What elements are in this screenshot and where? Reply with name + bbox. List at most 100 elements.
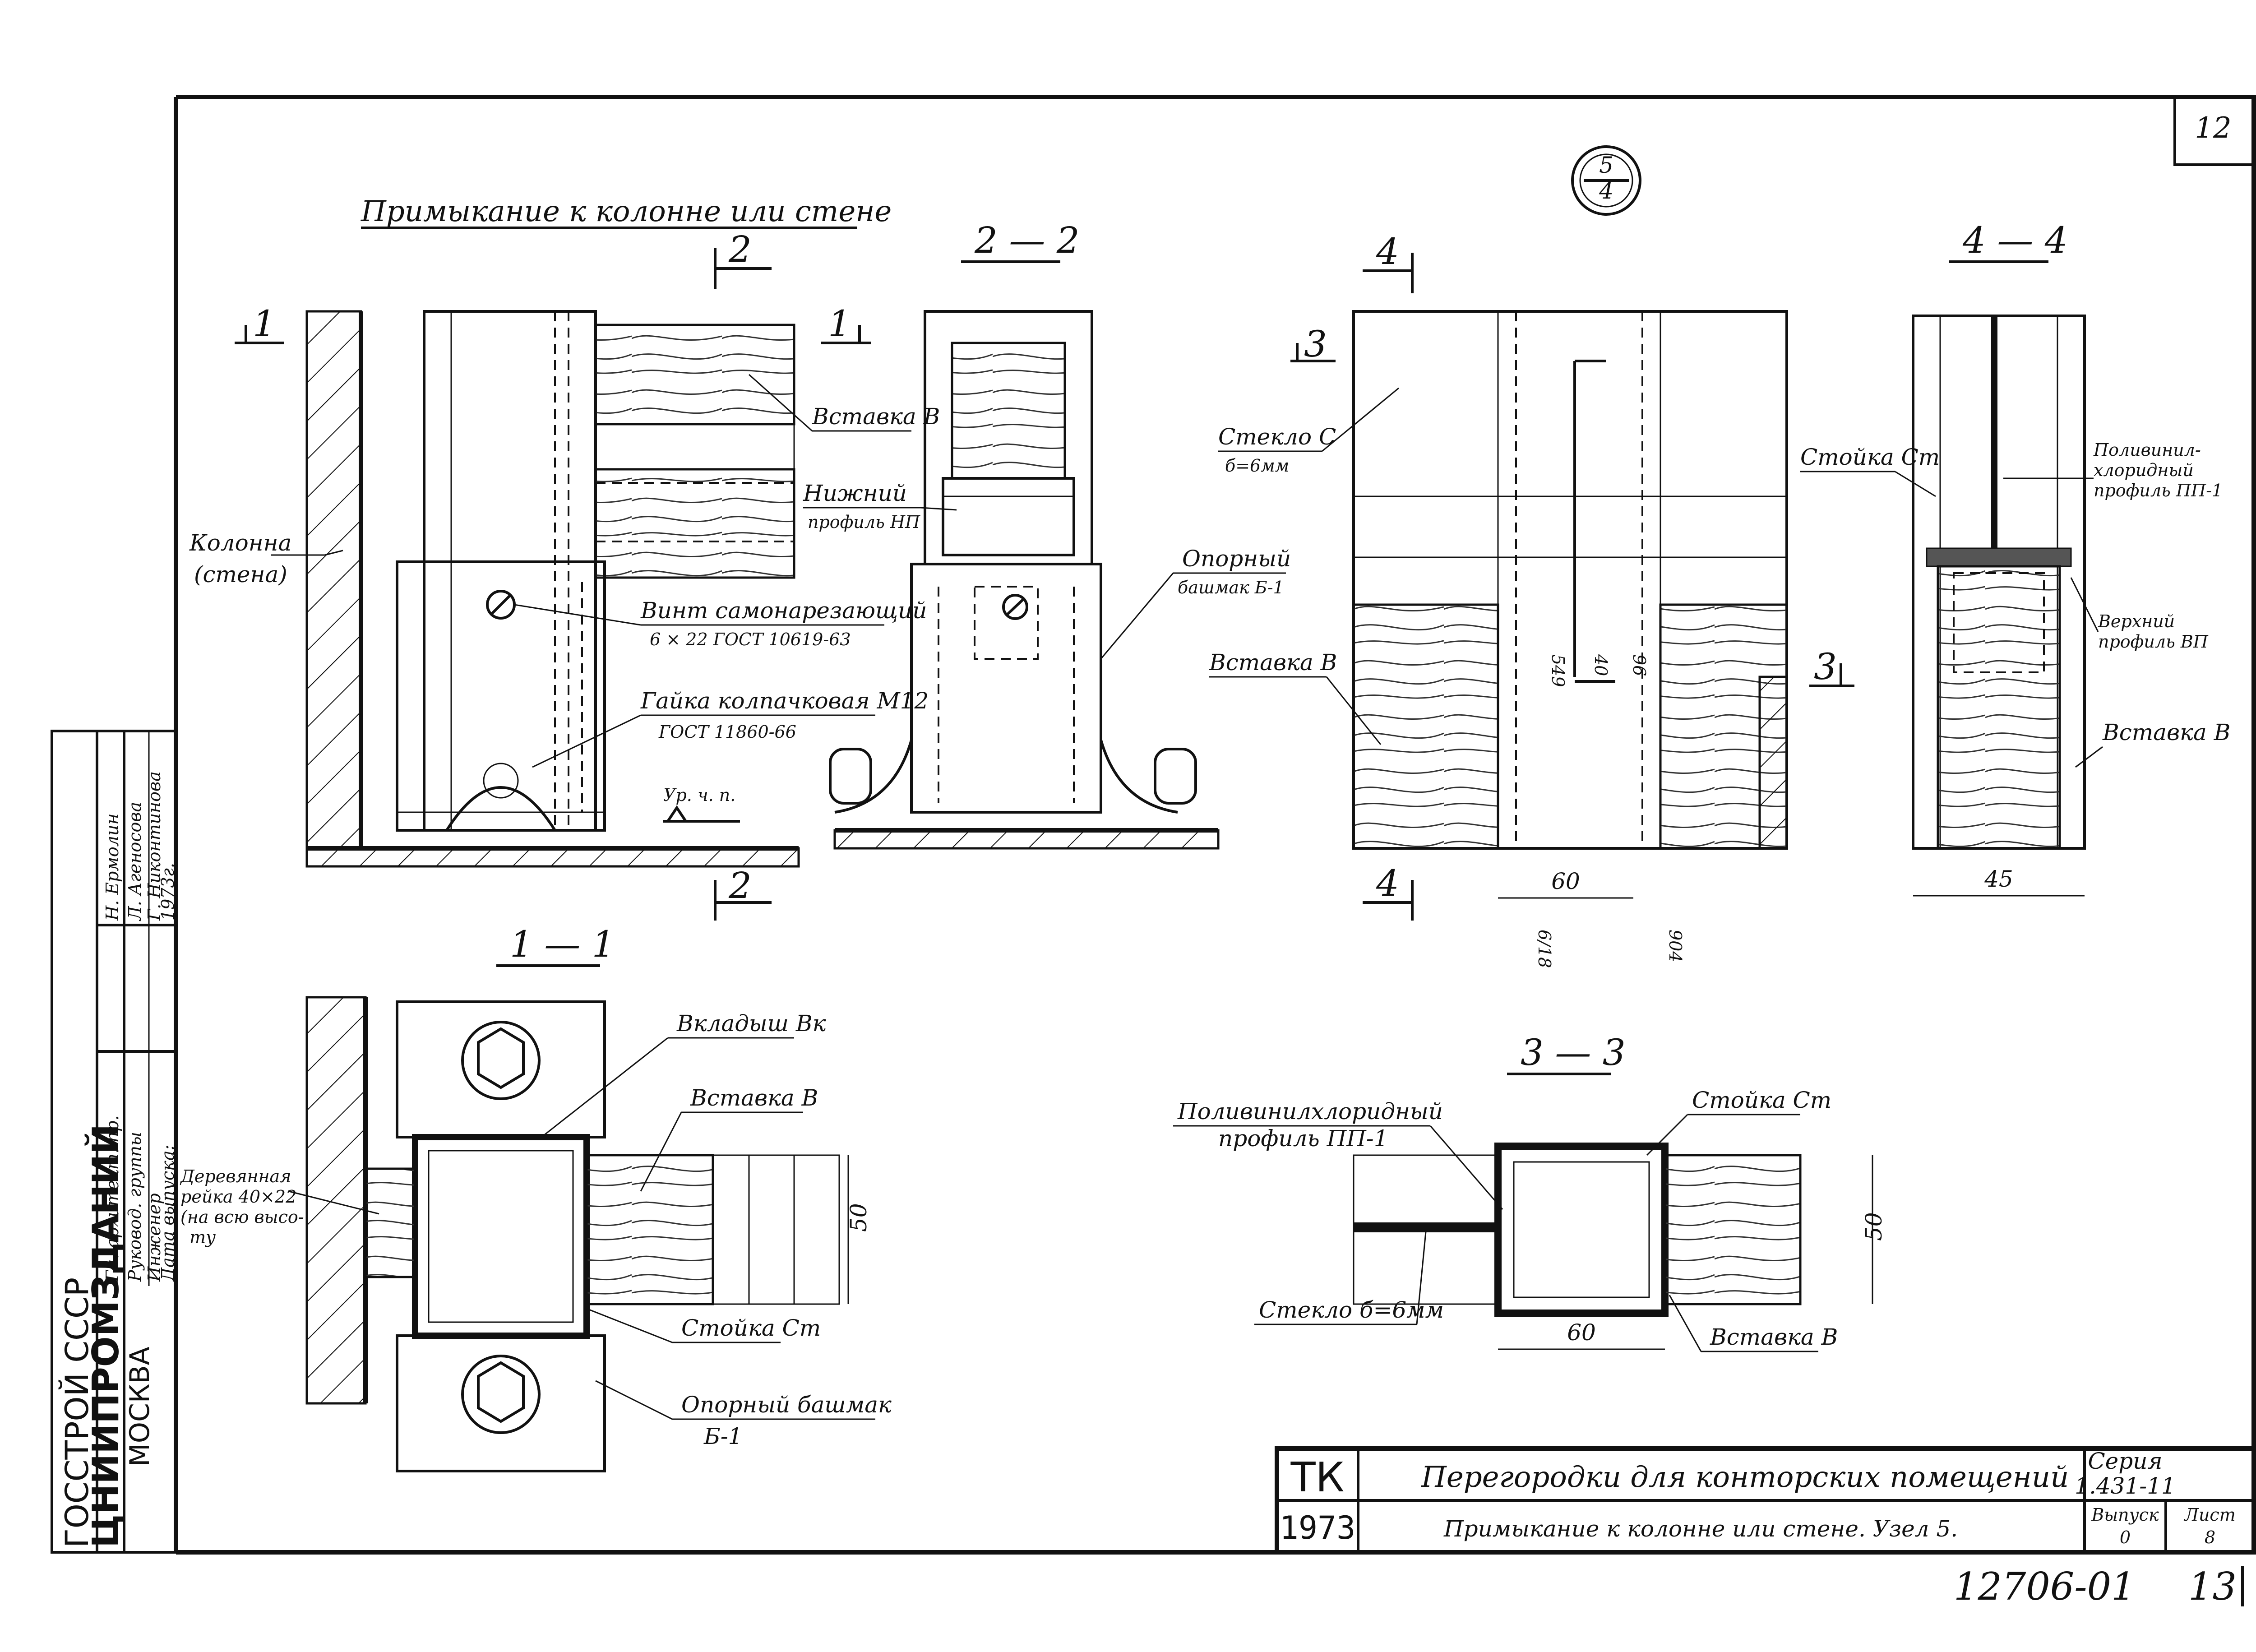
stoyka-label-44: Стойка Ст — [1800, 444, 1940, 470]
nut-right-icon — [1154, 748, 1197, 805]
drawing-title: Примыкание к колонне или стене — [361, 195, 892, 228]
stoyka-box-33 — [1494, 1143, 1669, 1317]
role-group-lead: Руковод. группы — [125, 1132, 145, 1282]
cut-mark-1-right: 1 — [821, 303, 871, 345]
name-2: Л. Агеносова — [125, 802, 145, 921]
screw-icon-22 — [1002, 594, 1028, 620]
stoyka-label-33: Стойка Ст — [1692, 1087, 1831, 1113]
cut-mark-3-right: 3 — [1809, 646, 1854, 688]
cap-nut-icon — [445, 786, 556, 831]
column-label-sub: (стена) — [194, 561, 287, 588]
pvh-label-2: хлоридный — [2094, 460, 2194, 480]
dim-50-11: 50 — [846, 1203, 872, 1232]
column-wall-hatch — [305, 310, 362, 850]
section-3-3: 3 — 3 60 50 Поливинилхлоридный профиль П… — [1173, 1032, 1887, 1352]
section-2-2: 2 — 2 Вставка В Нижний профиль НП Опорны… — [749, 219, 1291, 850]
batten-label-1: Деревянная — [180, 1166, 291, 1186]
screw-label: Винт самонарезающий — [640, 597, 927, 624]
vstavka-insert-11 — [585, 1154, 714, 1305]
dim-60-33: 60 — [1567, 1319, 1596, 1346]
stoyka-label-11: Стойка Ст — [681, 1315, 821, 1341]
series-label: Серия — [2088, 1448, 2162, 1474]
vstavka-insert-44-left — [1352, 603, 1499, 850]
vstavka-label-22: Вставка В — [812, 403, 940, 430]
sheet-value: 8 — [2205, 1527, 2215, 1547]
bottom-profile-label-sub: профиль НП — [808, 512, 920, 532]
insert-label: Вкладыш Вк — [676, 1010, 826, 1037]
dim-50-33: 50 — [1861, 1212, 1887, 1241]
svg-text:1: 1 — [828, 303, 851, 345]
page-number: 12 — [2195, 111, 2231, 145]
name-3: Г. Никонтинова — [144, 771, 164, 921]
svg-text:1: 1 — [253, 303, 276, 345]
cap-nut-label: Гайка колпачковая М12 — [640, 688, 929, 714]
role-engineer: Инженер — [144, 1193, 164, 1282]
pvh-label-33-sub: профиль ПП-1 — [1218, 1125, 1388, 1152]
svg-text:2: 2 — [728, 865, 752, 907]
pvh-label-1: Поливинил- — [2093, 440, 2201, 460]
dim-60-44: 60 — [1551, 868, 1580, 894]
dim-549: 549 — [1548, 654, 1568, 687]
pvh-label-3: профиль ПП-1 — [2094, 481, 2223, 500]
dim-618: 6/18 — [1535, 930, 1554, 968]
section-4-4: 4 — 4 45 Стойка Ст Поливинил- хлоридный … — [1800, 219, 2230, 897]
support-shoe — [396, 560, 606, 832]
role-release-date: Дата выпуска: — [158, 1145, 178, 1282]
cut-mark-3-left: 3 — [1290, 323, 1336, 365]
vstavka-insert-33 — [1664, 1154, 1802, 1305]
section-1-1-title: 1 — 1 — [510, 923, 615, 965]
vstavka-insert-44 — [1937, 565, 2061, 850]
cut-mark-4-top: 4 — [1363, 231, 1414, 293]
tk-label: ТК — [1290, 1454, 1345, 1501]
svg-text:4: 4 — [1376, 231, 1399, 273]
title-line-1: Перегородки для конторских помещений — [1421, 1461, 2069, 1494]
svg-text:3: 3 — [1814, 646, 1837, 688]
stoyka-box — [412, 1134, 590, 1339]
floor-hatch — [305, 847, 800, 868]
hex-bolt-bottom-icon — [477, 1361, 525, 1423]
cut-mark-4-bottom: 4 — [1363, 862, 1414, 921]
node-marker-bottom: 4 — [1599, 178, 1613, 204]
cut-mark-1-left: 1 — [235, 303, 284, 345]
dim-45: 45 — [1984, 866, 2013, 892]
section-1-1: 1 — 1 50 Вкладыш Вк Вставка В Деревянная… — [180, 923, 892, 1472]
glass-label-33: Стекло б=6мм — [1259, 1297, 1444, 1323]
node-marker: 5 4 — [1571, 145, 1641, 216]
nut-left-icon — [829, 748, 872, 805]
vstavka-label-44r: Вставка В — [2102, 719, 2230, 745]
stamp-number: 12706-01 — [1954, 1564, 2136, 1609]
dim-96: 96 — [1629, 654, 1649, 676]
issue-value: 0 — [2120, 1527, 2131, 1547]
bottom-profile-label: Нижний — [803, 480, 907, 506]
section-4-4-title: 4 — 4 — [1962, 219, 2068, 261]
support-shoe-label: Опорный — [1182, 546, 1291, 572]
name-1: Н. Ермолин — [102, 814, 122, 921]
vstavka-label-33: Вставка В — [1710, 1324, 1838, 1350]
column-wall-hatch-11 — [305, 996, 367, 1405]
tk-year: 1973 — [1280, 1509, 1356, 1546]
support-shoe-22 — [910, 563, 1102, 814]
batten-label-2: рейка 40×22 — [180, 1187, 296, 1207]
hex-bolt-top-icon — [477, 1027, 525, 1089]
side-block: ГОССТРОЙ СССР ЦНИИПРОМЗДАНИЙ МОСКВА Гл. … — [51, 730, 178, 1554]
release-year: 1973г. — [158, 863, 178, 921]
wooden-batten — [364, 1167, 416, 1278]
svg-text:2: 2 — [728, 228, 752, 270]
vstavka-label-44: Вставка В — [1209, 649, 1337, 676]
top-profile-label: Верхний — [2098, 611, 2175, 631]
support-shoe-label-11-sub: Б-1 — [703, 1423, 742, 1449]
section-2-2-title: 2 — 2 — [974, 219, 1080, 261]
floor-level-label: Ур. ч. п. — [663, 785, 735, 805]
column-label: Колонна — [189, 530, 291, 556]
org-city: МОСКВА — [124, 1347, 156, 1467]
cap-nut-spec: ГОСТ 11860-66 — [658, 722, 796, 742]
title-block: ТК 1973 Перегородки для конторских помещ… — [1275, 1446, 2256, 1555]
pvh-label-33: Поливинилхлоридный — [1177, 1098, 1443, 1124]
svg-text:4: 4 — [1376, 862, 1399, 904]
batten-label-4: ту — [190, 1227, 216, 1247]
issue-label: Выпуск — [2091, 1505, 2159, 1525]
svg-text:3: 3 — [1304, 323, 1327, 365]
cut-mark-2-top: 2 — [714, 228, 772, 289]
vstavka-label-11: Вставка В — [690, 1085, 818, 1111]
